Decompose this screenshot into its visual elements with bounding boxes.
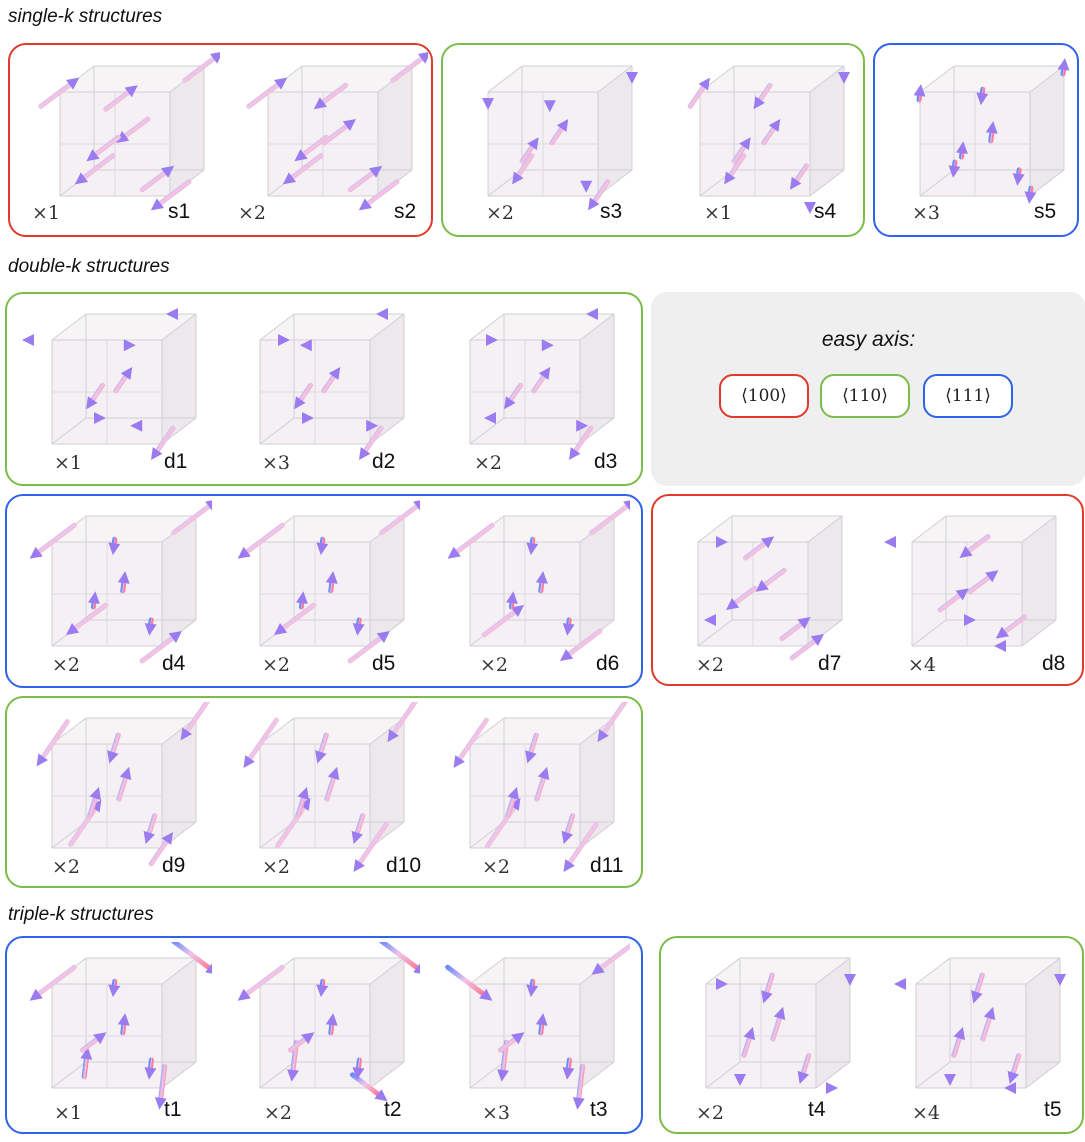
multiplicity-label: ×3 — [482, 1102, 510, 1124]
easy-axis-legend: easy axis: ⟨100⟩ ⟨110⟩ ⟨111⟩ — [651, 292, 1085, 486]
multiplicity-label: ×2 — [264, 1102, 292, 1124]
multiplicity-label: ×2 — [474, 452, 502, 474]
structure-label: s4 — [814, 200, 836, 224]
structure-panel-d11: ×2 d11 — [430, 702, 630, 902]
structure-panel-s5: ×3 s5 — [880, 50, 1080, 250]
structure-label: d3 — [594, 450, 617, 474]
section-title-single-k: single-k structures — [8, 6, 162, 28]
structure-label: d10 — [386, 854, 421, 878]
multiplicity-label: ×2 — [262, 856, 290, 878]
multiplicity-label: ×4 — [912, 1102, 940, 1124]
structure-label: d11 — [590, 854, 623, 878]
spin-cube-diagram — [12, 942, 212, 1132]
multiplicity-label: ×2 — [696, 1102, 724, 1124]
structure-label: d8 — [1042, 652, 1065, 676]
multiplicity-label: ×2 — [482, 856, 510, 878]
structure-label: t1 — [164, 1098, 182, 1122]
structure-panel-s2: ×2 s2 — [228, 50, 428, 250]
structure-panel-d5: ×2 d5 — [220, 500, 420, 700]
multiplicity-label: ×2 — [238, 202, 266, 224]
structure-label: s2 — [394, 200, 416, 224]
multiplicity-label: ×1 — [54, 452, 82, 474]
multiplicity-label: ×2 — [696, 654, 724, 676]
multiplicity-label: ×1 — [32, 202, 60, 224]
legend-chip-100: ⟨100⟩ — [719, 374, 809, 418]
structure-panel-t3: ×3 t3 — [430, 942, 630, 1142]
multiplicity-label: ×2 — [480, 654, 508, 676]
structure-label: s3 — [600, 200, 622, 224]
multiplicity-label: ×3 — [262, 452, 290, 474]
structure-panel-d10: ×2 d10 — [220, 702, 420, 902]
structure-label: s5 — [1034, 200, 1056, 224]
section-title-triple-k: triple-k structures — [8, 904, 154, 926]
structure-label: t5 — [1044, 1098, 1062, 1122]
structure-panel-d1: ×1 d1 — [12, 298, 212, 498]
structure-label: d1 — [164, 450, 187, 474]
structure-panel-d8: ×4 d8 — [872, 500, 1072, 700]
structure-panel-d2: ×3 d2 — [220, 298, 420, 498]
structure-label: d2 — [372, 450, 395, 474]
structure-panel-d4: ×2 d4 — [12, 500, 212, 700]
structure-panel-s4: ×1 s4 — [660, 50, 860, 250]
structure-panel-t4: ×2 t4 — [666, 942, 866, 1142]
multiplicity-label: ×3 — [912, 202, 940, 224]
structure-label: t2 — [384, 1098, 402, 1122]
legend-title: easy axis: — [651, 328, 1085, 352]
multiplicity-label: ×2 — [262, 654, 290, 676]
structure-panel-t1: ×1 t1 — [12, 942, 212, 1142]
multiplicity-label: ×2 — [486, 202, 514, 224]
section-title-double-k: double-k structures — [8, 256, 170, 278]
structure-panel-t2: ×2 t2 — [220, 942, 420, 1142]
structure-panel-d6: ×2 d6 — [430, 500, 630, 700]
multiplicity-label: ×2 — [52, 856, 80, 878]
structure-label: d4 — [162, 652, 185, 676]
legend-chip-110: ⟨110⟩ — [820, 374, 910, 418]
structure-panel-t5: ×4 t5 — [876, 942, 1076, 1142]
structure-label: d5 — [372, 652, 395, 676]
multiplicity-label: ×1 — [54, 1102, 82, 1124]
structure-panel-d3: ×2 d3 — [430, 298, 630, 498]
structure-label: t4 — [808, 1098, 826, 1122]
structure-panel-d9: ×2 d9 — [12, 702, 212, 902]
multiplicity-label: ×4 — [908, 654, 936, 676]
multiplicity-label: ×2 — [52, 654, 80, 676]
structure-label: s1 — [168, 200, 190, 224]
structure-label: t3 — [590, 1098, 608, 1122]
structure-label: d9 — [162, 854, 185, 878]
structure-panel-d7: ×2 d7 — [658, 500, 858, 700]
structure-label: d7 — [818, 652, 841, 676]
structure-label: d6 — [596, 652, 619, 676]
multiplicity-label: ×1 — [704, 202, 732, 224]
structure-panel-s3: ×2 s3 — [448, 50, 648, 250]
structure-panel-s1: ×1 s1 — [20, 50, 220, 250]
legend-chip-111: ⟨111⟩ — [923, 374, 1013, 418]
